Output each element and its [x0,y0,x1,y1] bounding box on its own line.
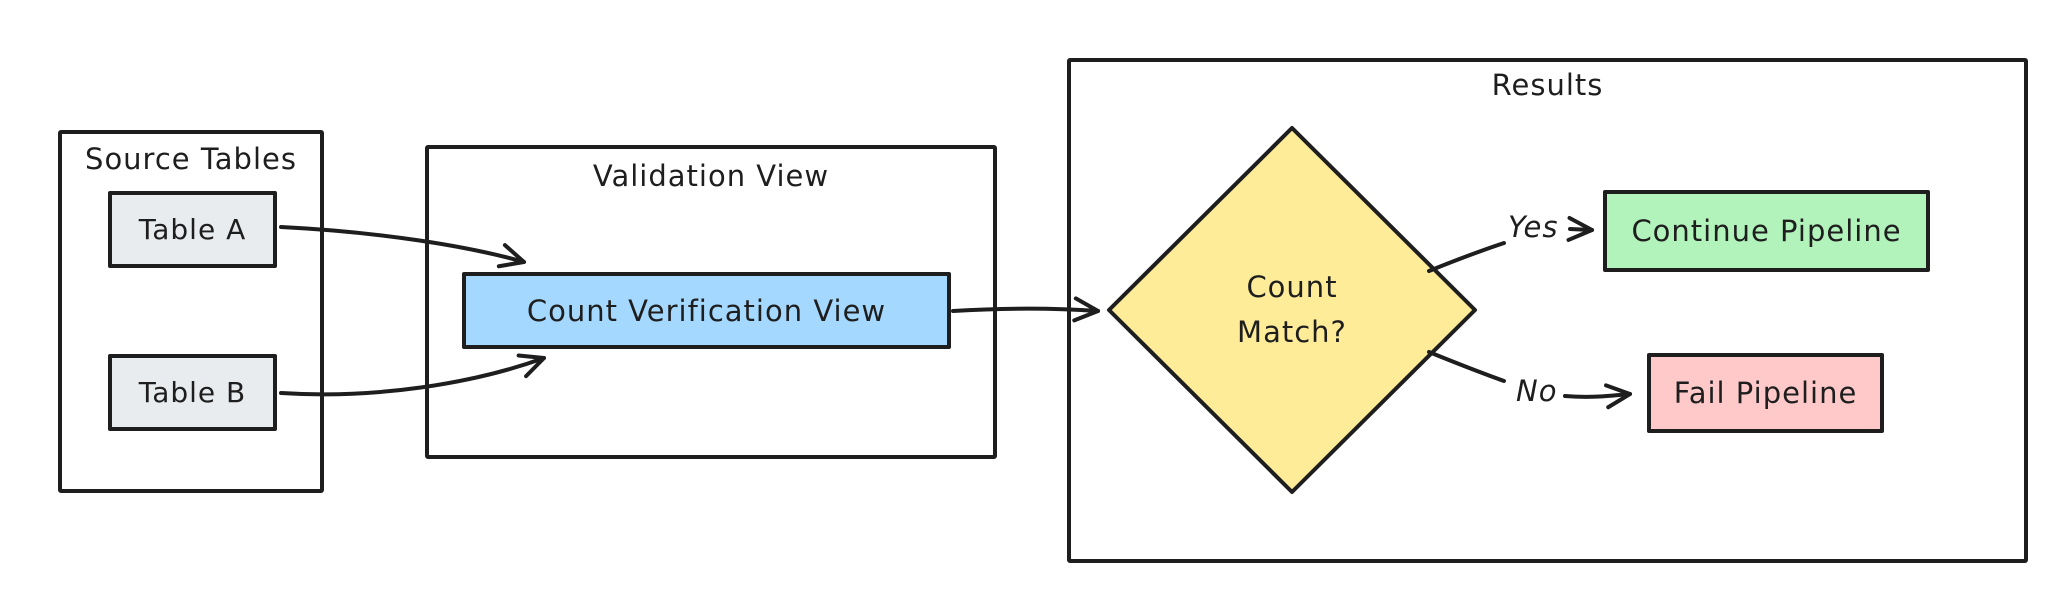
container-source-tables: Source Tables [58,130,324,493]
node-table-b-label: Table B [138,376,247,409]
edge-label-no: No [1516,374,1558,408]
node-count-match-label-line2: Match? [1237,315,1347,349]
container-results-title: Results [1491,68,1604,102]
node-table-a: Table A [108,191,277,268]
node-count-verification-view: Count Verification View [462,272,951,349]
node-continue-pipeline: Continue Pipeline [1603,190,1930,272]
edge-label-yes: Yes [1508,210,1559,244]
node-table-b: Table B [108,354,277,431]
node-continue-pipeline-label: Continue Pipeline [1631,214,1902,248]
node-table-a-label: Table A [138,213,247,246]
node-fail-pipeline: Fail Pipeline [1647,353,1884,433]
node-count-match-label-line1: Count [1246,270,1338,304]
container-validation-view-title: Validation View [592,159,830,193]
node-fail-pipeline-label: Fail Pipeline [1673,376,1858,410]
container-source-tables-title: Source Tables [85,142,297,176]
node-count-match-label: Count Match? [1192,265,1392,355]
container-validation-view: Validation View [425,145,997,459]
node-count-verification-view-label: Count Verification View [526,293,887,328]
